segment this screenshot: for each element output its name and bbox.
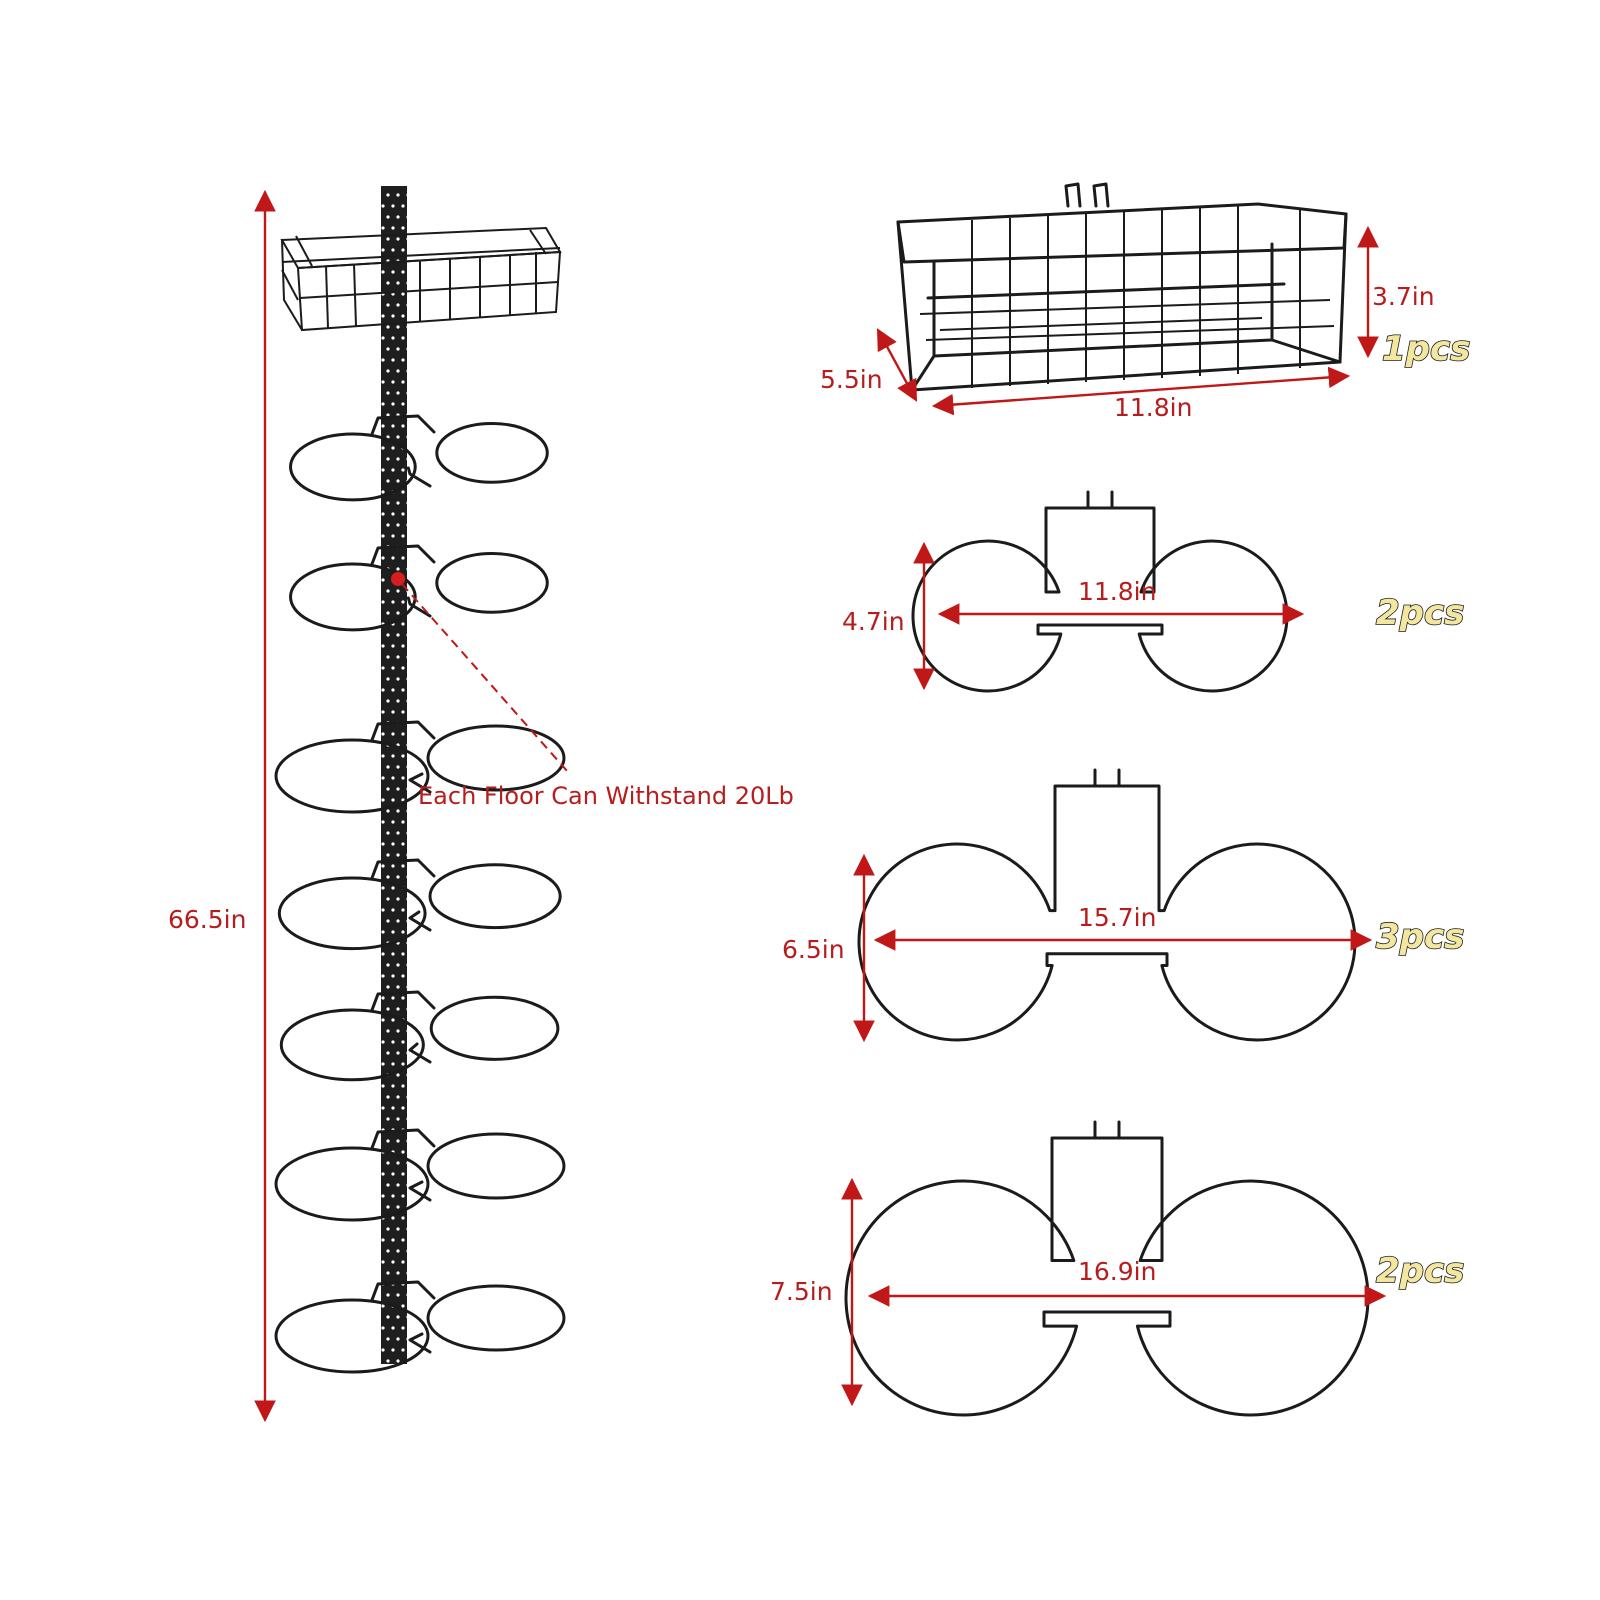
tower-holders bbox=[274, 414, 566, 1374]
basket-grid bbox=[919, 206, 1335, 388]
holder-details: 4.7in 11.8in 2pcs 6.5in 15.7in 3pcs 7.5i… bbox=[770, 490, 1465, 1417]
tower-holder-7 bbox=[274, 1280, 566, 1374]
holder-small-outline bbox=[911, 490, 1289, 693]
holder-large-outline bbox=[844, 1120, 1370, 1417]
basket-width-arrow bbox=[931, 366, 1351, 416]
basket-depth-arrow bbox=[876, 328, 918, 402]
tower-holder-6 bbox=[274, 1128, 566, 1222]
holder-large-quantity: 2pcs bbox=[1376, 1251, 1464, 1291]
assembled-tower: 66.5in Each Floor Can Withstand 20Lb bbox=[168, 186, 794, 1423]
tower-holder-5 bbox=[279, 990, 560, 1082]
holder-medium-width-label: 15.7in bbox=[1078, 903, 1156, 932]
holder-medium: 6.5in 15.7in 3pcs bbox=[782, 768, 1465, 1043]
load-callout-leader bbox=[401, 583, 569, 773]
holder-medium-quantity: 3pcs bbox=[1376, 917, 1464, 957]
basket-drawing bbox=[896, 182, 1348, 392]
holder-small-width-label: 11.8in bbox=[1078, 577, 1156, 606]
load-callout-text: Each Floor Can Withstand 20Lb bbox=[418, 782, 794, 810]
holder-medium-height-label: 6.5in bbox=[782, 935, 845, 964]
holder-small-height-label: 4.7in bbox=[842, 607, 905, 636]
perforated-pole bbox=[381, 186, 407, 1364]
tower-holder-4 bbox=[277, 858, 562, 951]
tower-holder-3 bbox=[274, 720, 566, 814]
basket-height-label: 3.7in bbox=[1372, 282, 1435, 311]
load-point-marker bbox=[391, 572, 405, 586]
holder-small: 4.7in 11.8in 2pcs bbox=[842, 490, 1465, 693]
holder-large: 7.5in 16.9in 2pcs bbox=[770, 1120, 1465, 1417]
tower-holder-2 bbox=[289, 544, 549, 632]
basket-detail: 3.7in 1pcs 5.5in 11.8in bbox=[820, 182, 1471, 422]
holder-large-width-label: 16.9in bbox=[1078, 1257, 1156, 1286]
basket-width-label: 11.8in bbox=[1114, 393, 1192, 422]
basket-depth-label: 5.5in bbox=[820, 365, 883, 394]
holder-large-height-label: 7.5in bbox=[770, 1277, 833, 1306]
tower-height-label: 66.5in bbox=[168, 905, 246, 934]
tower-basket bbox=[280, 226, 562, 332]
basket-quantity: 1pcs bbox=[1382, 329, 1470, 369]
tower-holder-1 bbox=[289, 414, 549, 502]
holder-medium-outline bbox=[857, 768, 1357, 1042]
holder-small-quantity: 2pcs bbox=[1376, 593, 1464, 633]
